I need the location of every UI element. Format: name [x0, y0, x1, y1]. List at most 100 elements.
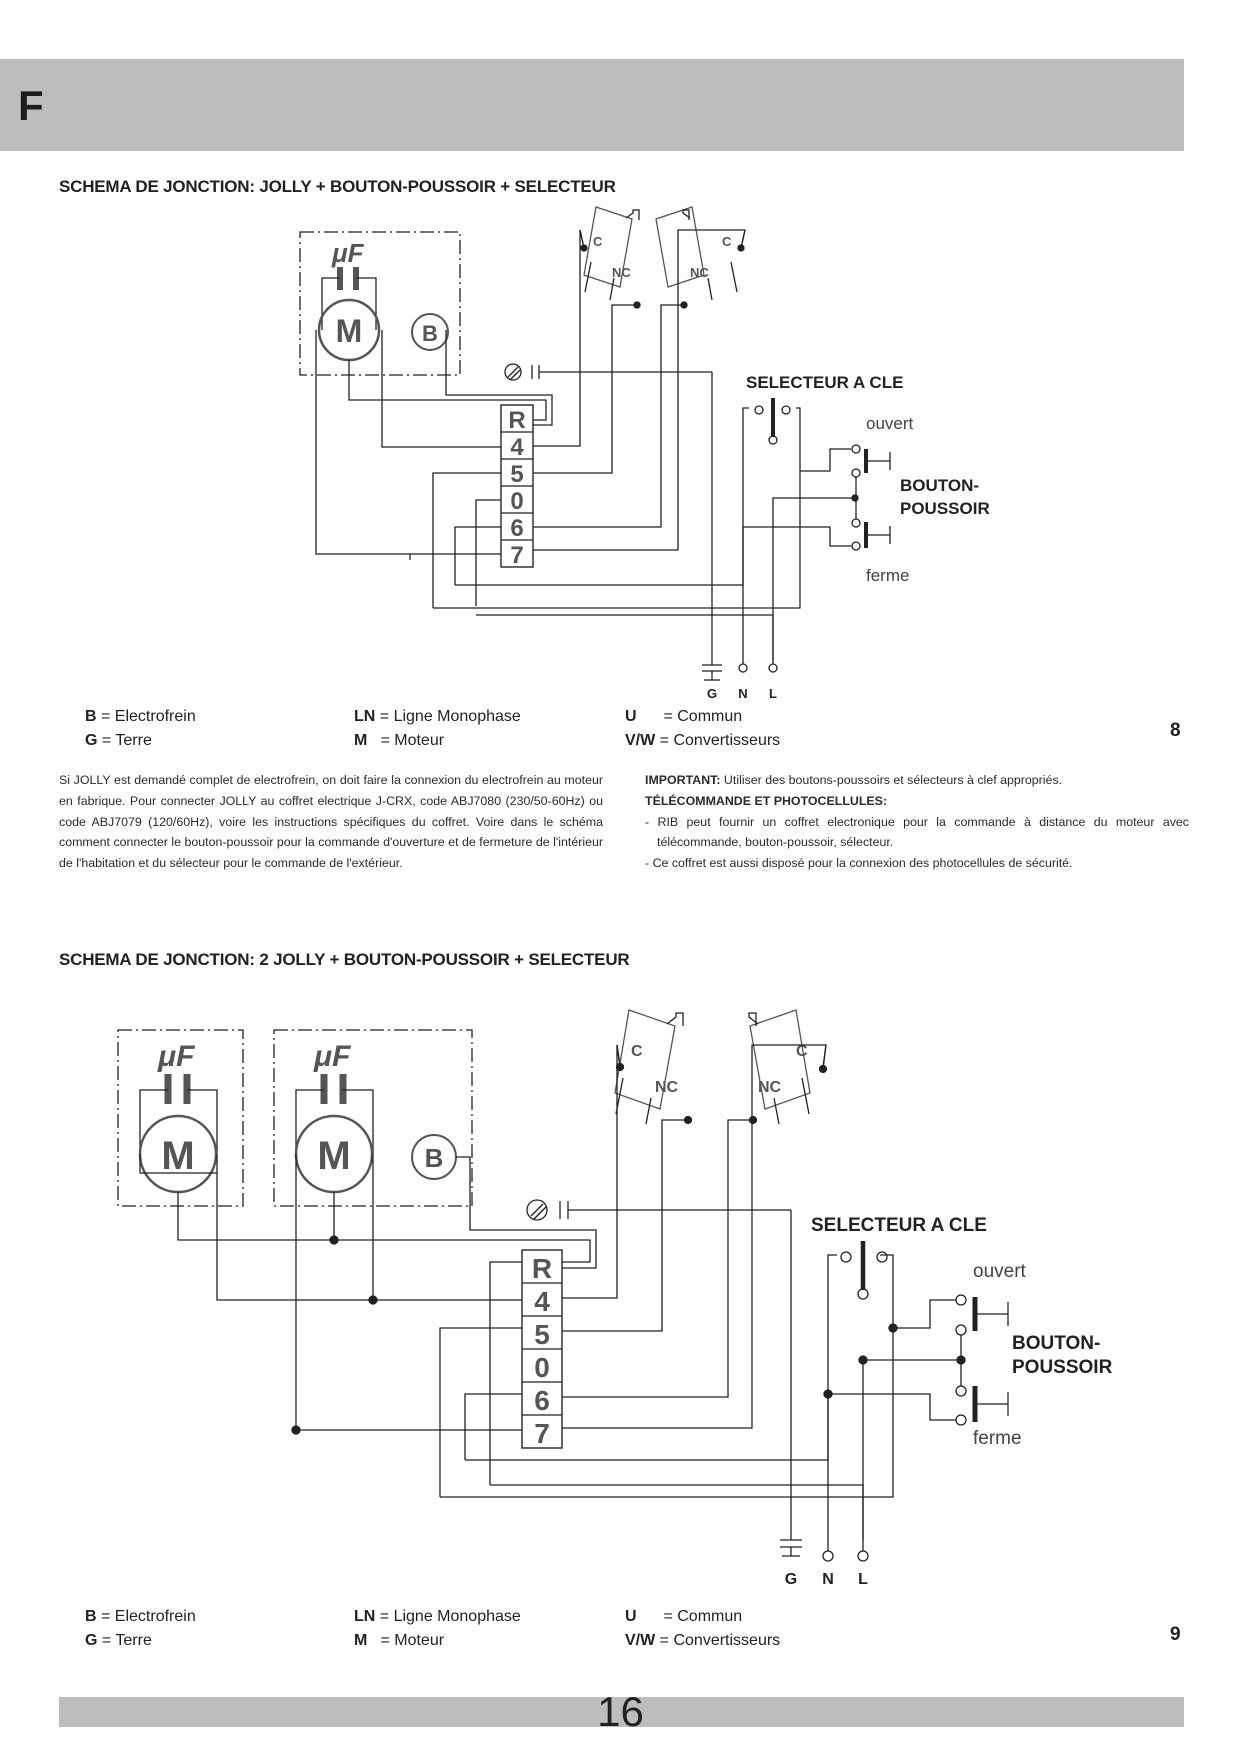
- legend-2-col-1: B = Electrofrein G = Terre: [85, 1605, 196, 1653]
- supply-2-label-l: L: [858, 1571, 868, 1588]
- terminal-2-5: 5: [534, 1319, 550, 1350]
- motor-2-label: M: [317, 1134, 350, 1178]
- open-label: ouvert: [866, 414, 914, 433]
- terminal-7: 7: [510, 542, 523, 569]
- terminal-2-7: 7: [534, 1418, 550, 1449]
- limit-switch-2: [655, 206, 746, 309]
- button-2-title-line1: BOUTON-: [1012, 1333, 1100, 1354]
- legend-2-text-ln: = Ligne Monophase: [379, 1608, 521, 1625]
- legend-key-vw: V/W: [625, 732, 656, 749]
- legend-2-col-3: U = Commun V/W = Convertisseurs: [625, 1605, 780, 1653]
- legend-2-text-vw: = Convertisseurs: [659, 1632, 781, 1649]
- push-button-open-icon: [800, 444, 891, 502]
- legend-2-key-b: B: [85, 1608, 97, 1625]
- brake-2-label: B: [425, 1143, 444, 1173]
- legend-1-col-1: B = Electrofrein G = Terre: [85, 705, 196, 753]
- language-letter: F: [18, 82, 44, 129]
- selector-title: SELECTEUR A CLE: [746, 373, 903, 392]
- terminal-5: 5: [510, 461, 523, 488]
- supply-label-l: L: [769, 686, 777, 701]
- description-left-text: Si JOLLY est demandé complet de electrof…: [59, 773, 603, 871]
- button-2-title-line2: POUSSOIR: [1012, 1357, 1113, 1378]
- close-label: ferme: [866, 566, 909, 585]
- wiring-diagram-2: μF M μF M B R 4 5 0 6 7: [117, 1009, 1113, 1588]
- diagram-2-title: SCHEMA DE JONCTION: 2 JOLLY + BOUTON-POU…: [59, 950, 630, 969]
- supply-2-label-n: N: [822, 1571, 834, 1588]
- switch-2-1-common-label: C: [631, 1043, 643, 1060]
- legend-text-vw: = Convertisseurs: [659, 732, 781, 749]
- legend-2-key-ln: LN: [354, 1608, 376, 1625]
- motor-label: M: [336, 313, 363, 349]
- supply-2-label-g: G: [785, 1571, 797, 1588]
- close-label-2: ferme: [973, 1428, 1022, 1449]
- terminal-0: 0: [510, 488, 523, 515]
- terminal-2-0: 0: [534, 1352, 550, 1383]
- push-button-2-close-icon: [828, 1360, 1009, 1426]
- important-label: IMPORTANT:: [645, 773, 721, 787]
- important-text: Utiliser des boutons-poussoirs et sélect…: [720, 773, 1063, 787]
- remote-subtitle: TÉLÉCOMMANDE ET PHOTOCELLULES:: [645, 793, 888, 808]
- capacitor-1-icon: [139, 1074, 218, 1154]
- legend-text-u: = Commun: [663, 708, 743, 725]
- supply-label-n: N: [738, 686, 747, 701]
- switch-1-nc-label: NC: [612, 265, 631, 280]
- switch-2-nc-label: NC: [690, 265, 709, 280]
- motor-2-enclosure: [273, 1029, 473, 1207]
- terminal-2-6: 6: [534, 1385, 550, 1416]
- capacitor-icon: [321, 267, 377, 330]
- button-title-line2: POUSSOIR: [900, 499, 990, 518]
- legend-text-b: = Electrofrein: [101, 708, 196, 725]
- open-label-2: ouvert: [973, 1261, 1027, 1282]
- figure-number-8: 8: [1170, 720, 1181, 741]
- terminal-block-2: [521, 1249, 563, 1449]
- footer-band: [59, 1697, 1184, 1727]
- legend-2-text-m: = Moteur: [380, 1632, 445, 1649]
- description-item-2: - Ce coffret est aussi disposé pour la c…: [645, 856, 1073, 871]
- motor-1-label: M: [161, 1134, 194, 1178]
- ground-connector-icon: [504, 363, 713, 660]
- capacitor-label: μF: [331, 238, 365, 268]
- limit-switch-2-1: [614, 1009, 693, 1125]
- legend-1-col-2: LN = Ligne Monophase M = Moteur: [354, 705, 521, 753]
- description-right: IMPORTANT: Utiliser des boutons-poussoir…: [645, 770, 1189, 874]
- description-left: Si JOLLY est demandé complet de electrof…: [59, 770, 603, 874]
- wiring-diagram-1: μF M B R 4 5 0 6 7 C NC: [299, 206, 990, 701]
- legend-2-key-g: G: [85, 1632, 98, 1649]
- supply-terminals-icon: [702, 527, 778, 681]
- legend-text-m: = Moteur: [380, 732, 445, 749]
- legend-1-col-3: U = Commun V/W = Convertisseurs: [625, 705, 780, 753]
- limit-switch-1: [579, 206, 641, 309]
- legend-2-text-u: = Commun: [663, 1608, 743, 1625]
- legend-2-key-m: M: [354, 1632, 368, 1649]
- ground-connector-2-icon: [526, 1199, 792, 1540]
- description-item-1: - RIB peut fournir un coffret electroniq…: [645, 814, 1189, 850]
- legend-text-g: = Terre: [101, 732, 152, 749]
- legend-key-ln: LN: [354, 708, 376, 725]
- switch-2-2-nc-label: NC: [758, 1079, 782, 1096]
- capacitor-2-label: μF: [313, 1040, 351, 1073]
- switch-2-1-nc-label: NC: [655, 1079, 679, 1096]
- limit-switch-2-2: [748, 1009, 828, 1125]
- motor-1-enclosure: [117, 1029, 244, 1207]
- selector-2-title: SELECTEUR A CLE: [811, 1215, 987, 1236]
- legend-text-ln: = Ligne Monophase: [379, 708, 521, 725]
- header-band: [0, 59, 1184, 151]
- key-selector-2-icon: [840, 1241, 888, 1300]
- capacitor-2-icon: [295, 1074, 374, 1154]
- supply-terminals-2-icon: [780, 1394, 869, 1562]
- motor-enclosure: [299, 231, 461, 376]
- legend-key-m: M: [354, 732, 368, 749]
- capacitor-1-label: μF: [157, 1040, 195, 1073]
- switch-2-common-label: C: [722, 234, 732, 249]
- brake-label: B: [422, 321, 438, 346]
- button-title-line1: BOUTON-: [900, 476, 979, 495]
- legend-2-text-b: = Electrofrein: [101, 1608, 196, 1625]
- terminal-2-4: 4: [534, 1286, 550, 1317]
- terminal-block: [500, 404, 534, 568]
- terminal-r: R: [508, 407, 525, 434]
- key-selector-icon: [754, 398, 791, 445]
- terminal-6: 6: [510, 515, 523, 542]
- terminal-4: 4: [510, 434, 524, 461]
- brake-icon: [411, 313, 449, 351]
- legend-2-key-vw: V/W: [625, 1632, 656, 1649]
